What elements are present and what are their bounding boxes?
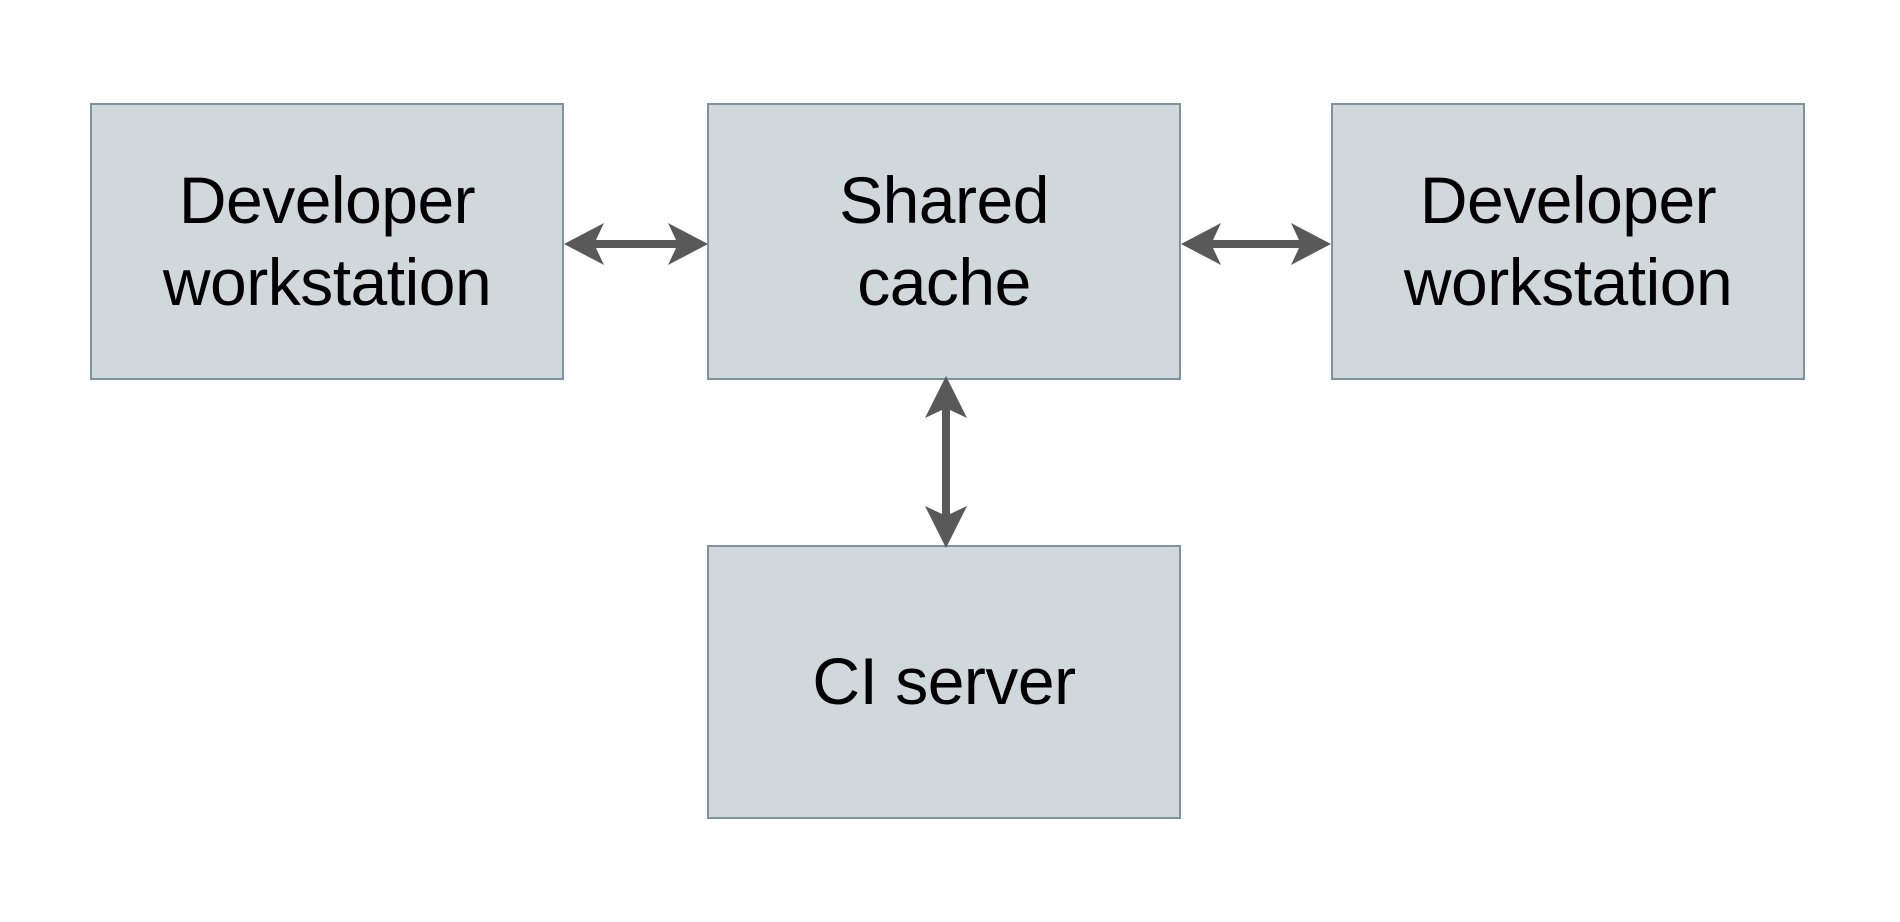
node-label: CI server (812, 644, 1076, 719)
connector-shared-cache-to-dev-right[interactable] (1177, 213, 1335, 275)
connector-dev-left-to-shared-cache[interactable] (560, 213, 712, 275)
double-headed-arrow-icon (925, 376, 967, 548)
node-label: Developer workstation (162, 162, 492, 319)
node-label: Shared cache (839, 162, 1049, 319)
connector-ci-server-to-shared-cache[interactable] (915, 372, 977, 552)
node-shared-cache[interactable]: Shared cache (707, 103, 1181, 380)
node-ci-server[interactable]: CI server (707, 545, 1181, 819)
node-label: Developer workstation (1403, 162, 1733, 319)
node-developer-workstation-left[interactable]: Developer workstation (90, 103, 564, 380)
double-headed-arrow-icon (564, 223, 708, 265)
node-developer-workstation-right[interactable]: Developer workstation (1331, 103, 1805, 380)
double-headed-arrow-icon (1181, 223, 1331, 265)
